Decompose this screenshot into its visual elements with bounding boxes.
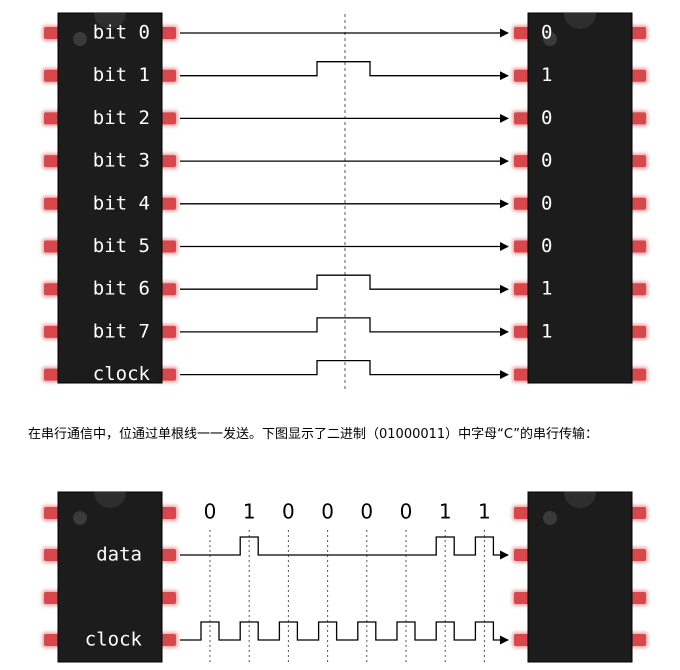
serial-bit-1: 1 — [243, 500, 256, 524]
parallel-wire-6 — [180, 274, 509, 294]
parallel-label-2: bit 2 — [93, 107, 150, 129]
parallel-wire-7 — [180, 317, 509, 337]
parallel-label-8: clock — [93, 363, 151, 385]
parallel-value-3: 0 — [541, 150, 552, 172]
serial-bit-6: 1 — [439, 500, 452, 524]
parallel-label-6: bit 6 — [93, 278, 150, 300]
receiver-chip-parallel-pin1-dot — [543, 32, 557, 46]
serial-bit-4: 0 — [360, 500, 373, 524]
serial-data-label: data — [96, 544, 142, 566]
serial-clock-wire — [180, 621, 509, 645]
parallel-label-4: bit 4 — [93, 192, 150, 214]
receiver-chip-parallel-notch — [564, 13, 596, 29]
labels: bit 0 0 bit 1 1 bit 2 0 bit 3 0 bit 4 0 bit 5 0 bit … — [85, 22, 553, 651]
parallel-value-0: 0 — [541, 22, 552, 44]
chips — [42, 12, 648, 663]
serial-bit-3: 0 — [321, 500, 334, 524]
sender-chip-serial-notch — [94, 492, 126, 508]
parallel-label-5: bit 5 — [93, 235, 150, 257]
parallel-value-1: 1 — [541, 64, 552, 86]
sender-chip-serial-pin1-dot — [73, 511, 87, 525]
receiver-chip-serial-pin1-dot — [543, 511, 557, 525]
serial-bit-5: 0 — [400, 500, 413, 524]
serial-bit-7: 1 — [478, 500, 491, 524]
parallel-label-0: bit 0 — [93, 22, 150, 44]
signal-wires — [180, 28, 509, 645]
parallel-value-6: 1 — [541, 278, 552, 300]
timing-guides — [209, 14, 485, 665]
sender-chip-parallel-body — [57, 12, 163, 384]
serial-data-wire — [180, 536, 509, 560]
parallel-value-7: 1 — [541, 320, 552, 342]
parallel-wire-8 — [180, 359, 509, 380]
sender-chip-parallel-pin1-dot — [73, 32, 87, 46]
sender-chip-parallel-notch — [94, 13, 126, 29]
parallel-value-5: 0 — [541, 235, 552, 257]
parallel-value-4: 0 — [541, 192, 552, 214]
parallel-wire-1 — [180, 61, 509, 81]
parallel-label-1: bit 1 — [93, 64, 150, 86]
parallel-label-7: bit 7 — [93, 320, 150, 342]
serial-bit-2: 0 — [282, 500, 295, 524]
serial-clock-label: clock — [85, 629, 143, 651]
receiver-chip-serial-notch — [564, 492, 596, 508]
parallel-label-3: bit 3 — [93, 150, 150, 172]
serial-caption: 在串行通信中，位通过单根线一一发送。下图显示了二进制（01000011）中字母“… — [28, 427, 598, 442]
parallel-value-2: 0 — [541, 107, 552, 129]
serial-bit-0: 0 — [204, 500, 217, 524]
